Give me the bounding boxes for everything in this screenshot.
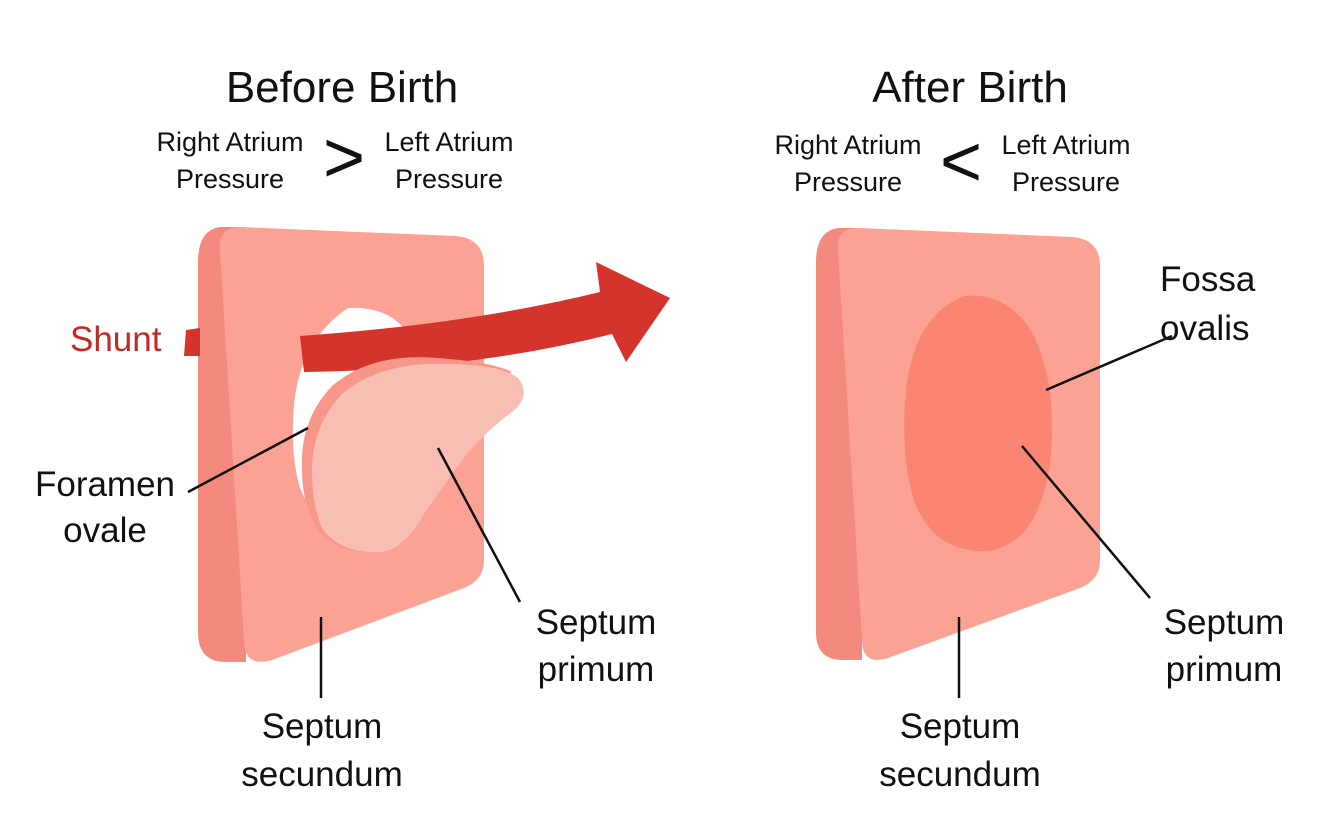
after-left-atrium-pressure: Pressure: [1012, 167, 1120, 197]
before-left-atrium-pressure: Pressure: [395, 164, 503, 194]
fossa-ovalis: [904, 295, 1053, 552]
shunt-arrow-tail: [184, 328, 200, 356]
after-septum-secundum-label-line2: secundum: [879, 755, 1040, 794]
after-left-atrium-label: Left Atrium: [1001, 130, 1130, 160]
foramen-ovale-label-line2: ovale: [63, 511, 147, 550]
fossa-ovalis-label-line2: ovalis: [1160, 309, 1249, 348]
fossa-ovalis-label-line1: Fossa: [1160, 260, 1256, 299]
before-septum-primum-label-line2: primum: [538, 650, 655, 689]
before-right-atrium-label: Right Atrium: [156, 127, 303, 157]
before-septum-secundum-label-line1: Septum: [262, 707, 383, 746]
foramen-ovale-leader: [187, 426, 309, 494]
shunt-arrow: [300, 262, 670, 372]
after-birth-panel: After Birth Right Atrium Pressure < Left…: [774, 63, 1284, 794]
after-septum-primum-label-line2: primum: [1166, 650, 1283, 689]
before-right-atrium-pressure: Pressure: [176, 164, 284, 194]
before-birth-panel: Before Birth Right Atrium Pressure > Lef…: [35, 63, 670, 794]
after-right-atrium-pressure: Pressure: [794, 167, 902, 197]
before-septum-primum-label-line1: Septum: [536, 603, 657, 642]
septum-primum-flap: [312, 363, 524, 553]
after-birth-title: After Birth: [872, 63, 1068, 112]
foramen-ovale-label-line1: Foramen: [35, 465, 175, 504]
after-septum-primum-leader: [1021, 445, 1151, 599]
before-birth-title: Before Birth: [226, 63, 458, 112]
after-septum-secundum-label-line1: Septum: [900, 707, 1021, 746]
before-left-atrium-label: Left Atrium: [384, 127, 513, 157]
shunt-label: Shunt: [70, 320, 162, 359]
after-septum-primum-label-line1: Septum: [1164, 603, 1285, 642]
before-septum-secundum-label-line2: secundum: [241, 755, 402, 794]
fossa-ovalis-leader: [1045, 334, 1173, 392]
before-pressure-operator: >: [323, 118, 365, 198]
after-pressure-operator: <: [940, 122, 982, 202]
after-right-atrium-label: Right Atrium: [774, 130, 921, 160]
before-septum-primum-leader: [436, 447, 522, 603]
